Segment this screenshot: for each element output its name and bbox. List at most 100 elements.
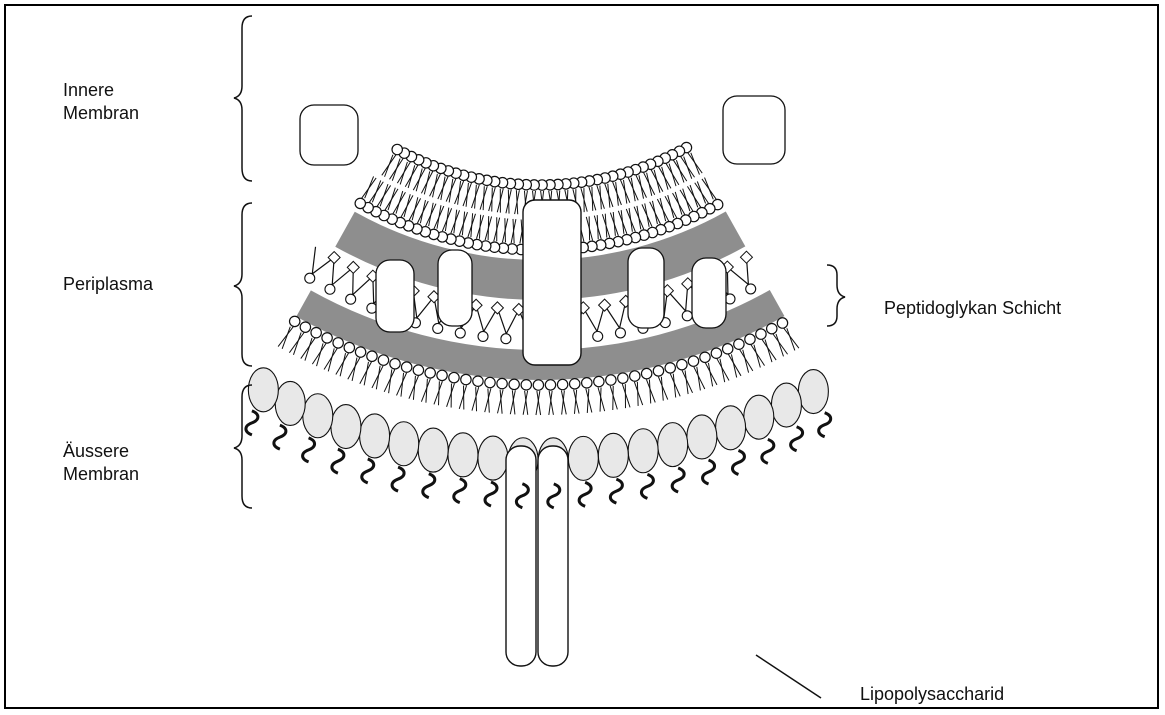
peptidoglycan-unit [433,323,443,333]
lipid-head [630,371,640,381]
lps-core [331,405,361,449]
membrane-protein [692,258,726,328]
lipid-head [677,359,687,369]
lps-o-antigen [423,474,435,498]
brace-outer-membrane [234,385,252,508]
lps-o-antigen [819,413,831,437]
lps-core [275,381,305,425]
label-periplasm: Periplasma [63,273,153,296]
lps-core [418,428,448,472]
lipid-head [653,366,663,376]
lps-o-antigen [703,460,715,484]
lps-core [628,429,658,473]
lipid-head [745,334,755,344]
lps-o-antigen [762,439,774,463]
lps-o-antigen [610,479,622,503]
lps-core [658,423,688,467]
membrane-protein [376,260,414,332]
lps-core [248,368,278,412]
lipid-head [521,380,531,390]
membrane-protein [300,105,358,165]
lps-o-antigen [362,459,374,483]
lipid-head [311,327,321,337]
lipid-head [734,339,744,349]
lipid-head [722,344,732,354]
lps-o-antigen [672,468,684,492]
lipid-head [437,370,447,380]
peptidoglycan-unit [491,302,503,314]
lipid-head [401,362,411,372]
lps-o-antigen [303,438,315,462]
peptidoglycan-unit [346,294,356,304]
lipid-head [570,379,580,389]
lps-o-antigen [641,474,653,498]
peptidoglycan-unit [746,284,756,294]
lps-core [716,406,746,450]
lipid-head [390,359,400,369]
lipid-head [378,355,388,365]
lps-core [568,436,598,480]
lipid-head [300,322,310,332]
lipid-head [461,374,471,384]
lps-core [303,394,333,438]
lipid-head [449,372,459,382]
lps-o-antigen [454,479,466,503]
membrane-protein [438,250,472,326]
inner-membrane-protein [523,200,581,365]
lipid-head [665,363,675,373]
lipid-head [641,368,651,378]
lps-core [798,370,828,414]
label-outer-membrane: Äussere Membran [63,440,139,486]
label-inner-membrane: Innere Membran [63,79,139,125]
lipid-head [688,356,698,366]
lps-o-antigen [392,467,404,491]
lipid-head [582,378,592,388]
peptidoglycan-unit [740,251,752,263]
lipid-head [392,144,402,154]
lipid-head [473,376,483,386]
lipid-head [756,329,766,339]
lps-core [771,383,801,427]
lipid-head [355,347,365,357]
peptidoglycan-unit [682,311,692,321]
lipid-head [700,352,710,362]
lps-core [360,414,390,458]
lipid-head [545,380,555,390]
peptidoglycan-unit [599,299,611,311]
peptidoglycan-unit [305,273,315,283]
lipid-head [367,351,377,361]
peptidoglycan-unit [325,284,335,294]
lipid-head [618,373,628,383]
peptidoglycan-unit [501,334,511,344]
lps-core [598,433,628,477]
lps-o-antigen [485,482,497,506]
lps-core [389,422,419,466]
lipid-head [509,379,519,389]
lps-o-antigen [332,449,344,473]
porin-right [538,446,568,666]
lps-core [687,415,717,459]
peptidoglycan-unit [478,331,488,341]
brace-periplasm [234,203,252,366]
lps-core [478,436,508,480]
brace-inner-membrane [234,16,252,181]
label-lipopolysaccharide: Lipopolysaccharid [860,683,1004,706]
lps-o-antigen [274,425,286,449]
lipid-head [497,378,507,388]
lipid-head [711,348,721,358]
lipid-head [777,318,787,328]
label-peptidoglycan-layer: Peptidoglykan Schicht [884,297,1061,320]
membrane-protein [723,96,785,164]
lipid-head [355,198,365,208]
lipid-head [606,375,616,385]
lps-o-antigen [246,411,258,435]
lipid-head [557,379,567,389]
lps-o-antigen [732,450,744,474]
lps-pointer-line [756,655,821,698]
lps-o-antigen [579,482,591,506]
lipid-head [485,377,495,387]
lps-o-antigen [791,427,803,451]
membrane-protein [628,248,664,328]
lipid-head [413,365,423,375]
